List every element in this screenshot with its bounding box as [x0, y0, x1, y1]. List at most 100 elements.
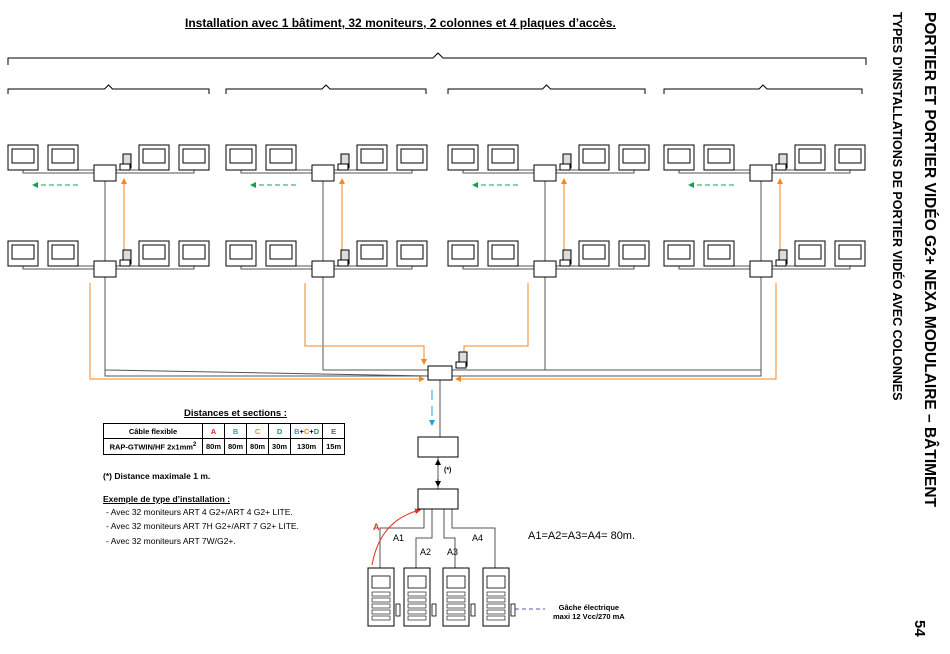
value-d: 30m — [268, 438, 292, 455]
monitor-screen-icon — [491, 244, 515, 260]
panel-button-icon — [407, 615, 427, 621]
distributor-box — [749, 164, 773, 182]
example-item: - Avec 32 moniteurs ART 4 G2+/ART 4 G2+ … — [106, 507, 293, 517]
distributor-box — [93, 260, 117, 278]
panel-button-icon — [446, 609, 466, 615]
value-a: 80m — [201, 438, 226, 455]
wire — [556, 266, 635, 270]
header-c: C — [246, 423, 270, 439]
panel-camera-icon — [407, 575, 427, 589]
value-e: 15m — [322, 438, 346, 455]
monitor-screen-icon — [360, 244, 384, 260]
monitor-screen-icon — [360, 148, 384, 164]
example-item: - Avec 32 moniteurs ART 7H G2+/ART 7 G2+… — [106, 521, 299, 531]
door-lock-icon — [510, 603, 516, 617]
monitor-screen-icon — [667, 148, 691, 164]
brace-column — [447, 84, 646, 94]
monitor-screen-icon — [182, 148, 206, 164]
max-distance-note: (*) Distance maximale 1 m. — [103, 471, 211, 481]
panel-wire — [451, 509, 496, 568]
monitor-screen-icon — [451, 148, 475, 164]
arrow-b-left2 — [304, 283, 427, 365]
door-lock-icon — [395, 603, 401, 617]
wire — [116, 170, 195, 174]
wire — [556, 170, 635, 174]
gache-label: Gâche électrique maxi 12 Vcc/270 mA — [553, 603, 625, 621]
panel-button-icon — [407, 603, 427, 609]
panel-button-icon — [446, 615, 466, 621]
handset-base-icon — [559, 259, 571, 267]
monitor-screen-icon — [451, 244, 475, 260]
panel-button-icon — [486, 603, 506, 609]
label-a4: A4 — [472, 533, 484, 543]
monitor-screen-icon — [622, 244, 646, 260]
brace-column — [7, 84, 210, 94]
wire — [22, 266, 94, 270]
header-b: B — [224, 423, 248, 439]
side-subtitle: TYPES D’INSTALLATIONS DE PORTIER VIDÉO A… — [890, 12, 904, 401]
column-wire — [452, 277, 762, 371]
wire — [116, 266, 195, 270]
handset-base-icon — [775, 259, 787, 267]
handset-base-icon — [337, 163, 349, 171]
door-lock-icon — [431, 603, 437, 617]
panel-button-icon — [371, 591, 391, 597]
column-wire — [104, 277, 429, 377]
header-a: A — [201, 423, 226, 439]
monitor-screen-icon — [400, 244, 424, 260]
power-supply-box — [417, 436, 459, 458]
header-bcd-c: C — [303, 426, 310, 436]
panel-button-icon — [486, 615, 506, 621]
header-cable: Câble flexible — [103, 423, 203, 439]
panel-button-icon — [407, 597, 427, 603]
page-number: 54 — [911, 620, 928, 637]
panel-wire — [415, 509, 433, 568]
panel-button-icon — [371, 603, 391, 609]
value-b: 80m — [224, 438, 248, 455]
monitor-screen-icon — [182, 244, 206, 260]
label-a1: A1 — [393, 533, 405, 543]
cable-name-sup: 2 — [192, 441, 197, 448]
label-star: (*) — [444, 467, 452, 474]
page-title: Installation avec 1 bâtiment, 32 moniteu… — [185, 16, 616, 30]
braces — [7, 52, 867, 94]
header-bcd: B+C+D — [290, 423, 324, 439]
monitor-screen-icon — [142, 148, 166, 164]
panel-camera-icon — [371, 575, 391, 589]
wire — [22, 170, 94, 174]
handset-base-icon — [775, 163, 787, 171]
arrow-a — [371, 508, 421, 566]
distributor-box — [311, 260, 335, 278]
wire — [772, 266, 851, 270]
label-a2: A2 — [420, 547, 432, 557]
monitor-screen-icon — [582, 148, 606, 164]
wire — [462, 266, 534, 270]
handset-base-icon — [559, 163, 571, 171]
handset-base-icon — [455, 361, 467, 369]
panel-button-icon — [446, 591, 466, 597]
handset-base-icon — [337, 259, 349, 267]
arrow-b-left — [89, 283, 425, 382]
panel-button-icon — [446, 597, 466, 603]
example-title: Exemple de type d’installation : — [103, 494, 231, 504]
panel-button-icon — [407, 591, 427, 597]
distance-equation: A1=A2=A3=A4= 80m. — [528, 530, 636, 542]
panel-button-icon — [407, 609, 427, 615]
monitor-screen-icon — [229, 244, 253, 260]
monitor-screen-icon — [622, 148, 646, 164]
monitor-screen-icon — [11, 244, 35, 260]
monitor-screen-icon — [51, 244, 75, 260]
distributor-box — [749, 260, 773, 278]
label-a: A — [373, 522, 380, 532]
wire — [462, 170, 534, 174]
header-bcd-d: D — [313, 426, 320, 436]
monitor-screen-icon — [838, 244, 862, 260]
wire — [678, 266, 750, 270]
column-wire — [452, 277, 762, 377]
wire — [334, 170, 413, 174]
distances-value-row: RAP-GTWIN/HF 2x1mm2 80m 80m 80m 30m 130m… — [103, 438, 346, 455]
brace-column — [225, 84, 427, 94]
wire — [334, 266, 413, 270]
cable-name: RAP-GTWIN/HF 2x1mm2 — [103, 438, 203, 455]
monitor-screen-icon — [11, 148, 35, 164]
